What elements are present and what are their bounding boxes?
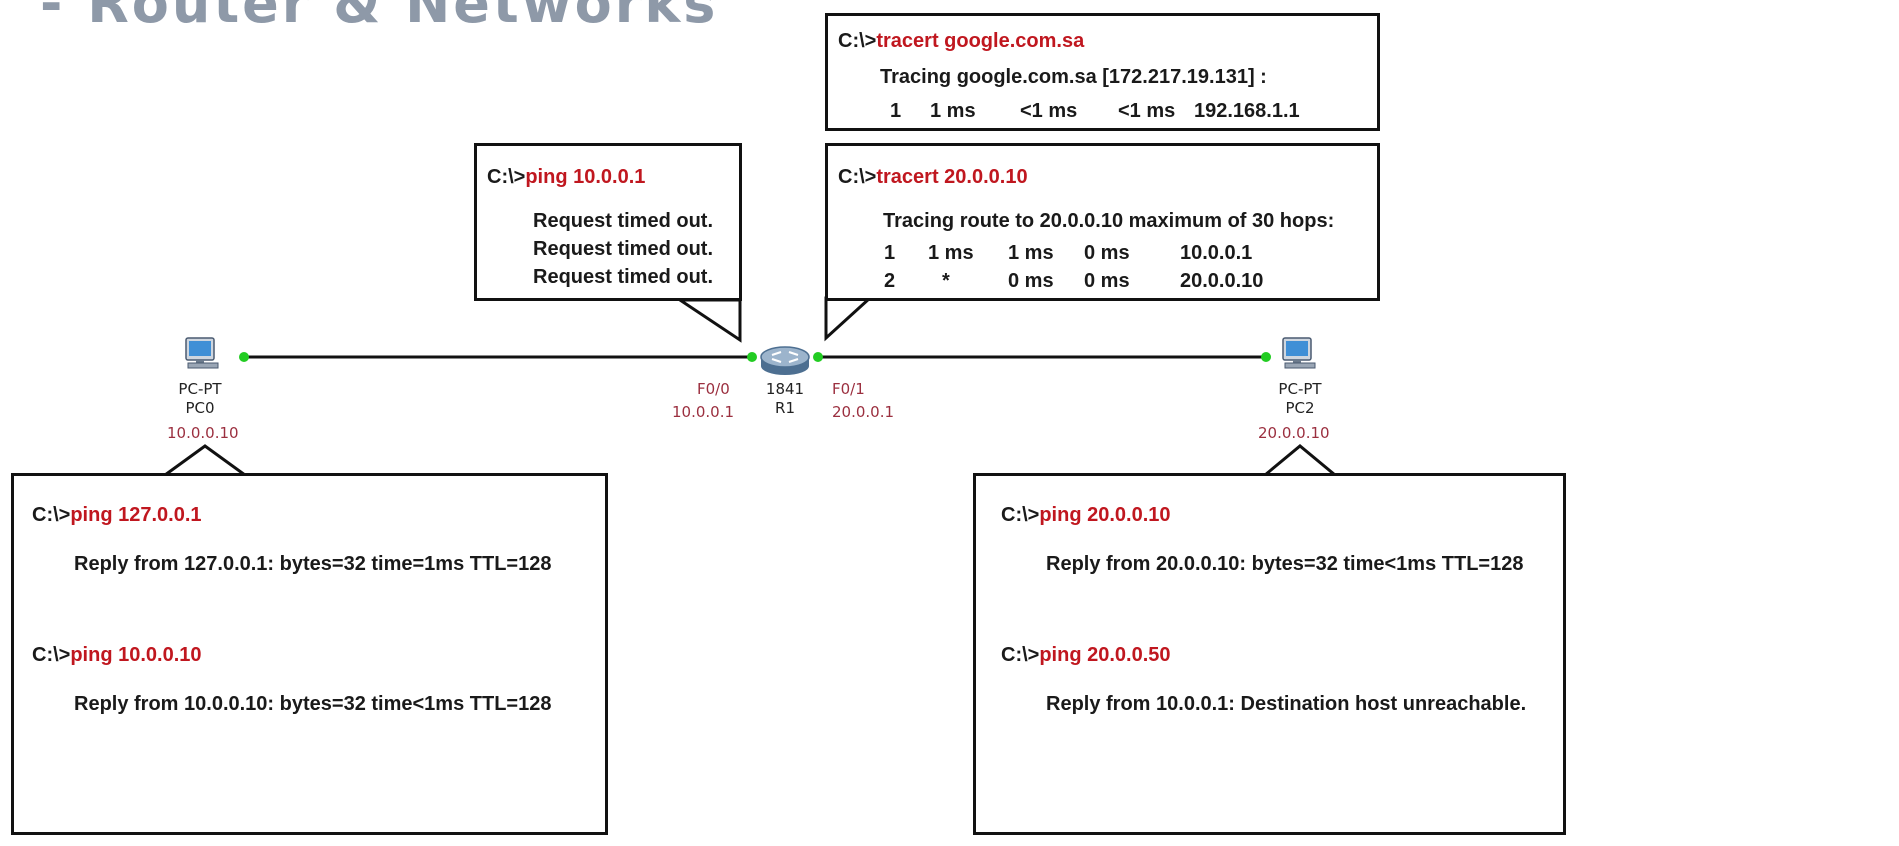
command-line: C:\>ping 127.0.0.1 <box>32 504 202 526</box>
pc0-name: PC0 <box>185 399 215 417</box>
r1-ip-f01: 20.0.0.1 <box>832 403 895 421</box>
tracert-google-box: C:\>tracert google.com.sa Tracing google… <box>825 13 1380 131</box>
command-line: C:\>ping 20.0.0.10 <box>1001 504 1171 526</box>
output-line: Reply from 20.0.0.10: bytes=32 time<1ms … <box>1046 553 1524 575</box>
output-line: Request timed out. <box>533 210 714 232</box>
command-line: C:\>ping 20.0.0.50 <box>1001 644 1171 666</box>
r1-name: R1 <box>775 399 795 417</box>
command-line: C:\>tracert google.com.sa <box>838 30 1085 52</box>
output-line: Reply from 10.0.0.10: bytes=32 time<1ms … <box>74 693 552 715</box>
pc-icon[interactable] <box>185 337 219 369</box>
pc0-ping-box: C:\>ping 127.0.0.1 Reply from 127.0.0.1:… <box>11 473 608 835</box>
callout-tail-tracert <box>824 296 874 342</box>
output-line: Tracing google.com.sa [172.217.19.131] : <box>880 66 1267 88</box>
r1-label: 1841 R1 <box>762 380 808 418</box>
callout-tail-ping-router <box>675 298 742 343</box>
r1-port-f00: F0/0 <box>697 380 730 398</box>
pc-icon[interactable] <box>1282 337 1316 369</box>
command-line: C:\>ping 10.0.0.10 <box>32 644 202 666</box>
router-icon[interactable] <box>760 346 810 375</box>
callout-tail-pc2 <box>1260 444 1340 477</box>
pc2-name: PC2 <box>1285 399 1315 417</box>
link-status-dot <box>747 352 757 362</box>
pc0-label: PC-PT PC0 <box>170 380 230 418</box>
pc2-ip: 20.0.0.10 <box>1258 424 1330 442</box>
output-line: Reply from 10.0.0.1: Destination host un… <box>1046 693 1527 715</box>
link-status-dot <box>1261 352 1271 362</box>
link-status-dot <box>239 352 249 362</box>
output-line: Request timed out. <box>533 266 714 288</box>
link-status-dot <box>813 352 823 362</box>
output-line: Reply from 127.0.0.1: bytes=32 time=1ms … <box>74 553 552 575</box>
r1-port-f01: F0/1 <box>832 380 865 398</box>
pc0-ip: 10.0.0.10 <box>167 424 239 442</box>
command-line: C:\>tracert 20.0.0.10 <box>838 166 1028 188</box>
ping-router-box: C:\>ping 10.0.0.1 Request timed out. Req… <box>474 143 742 301</box>
callout-tail-pc0 <box>160 444 250 477</box>
r1-ip-f00: 10.0.0.1 <box>672 403 735 421</box>
page-title: - Router & Networks <box>40 0 719 35</box>
r1-model: 1841 <box>765 380 805 398</box>
pc2-model: PC-PT <box>1278 380 1322 398</box>
pc0-model: PC-PT <box>178 380 222 398</box>
output-line: Tracing route to 20.0.0.10 maximum of 30… <box>883 210 1335 232</box>
pc2-ping-box: C:\>ping 20.0.0.10 Reply from 20.0.0.10:… <box>973 473 1566 835</box>
command-line: C:\>ping 10.0.0.1 <box>487 166 646 188</box>
output-line: Request timed out. <box>533 238 714 260</box>
tracert-pc2-box: C:\>tracert 20.0.0.10 Tracing route to 2… <box>825 143 1380 301</box>
pc2-label: PC-PT PC2 <box>1270 380 1330 418</box>
